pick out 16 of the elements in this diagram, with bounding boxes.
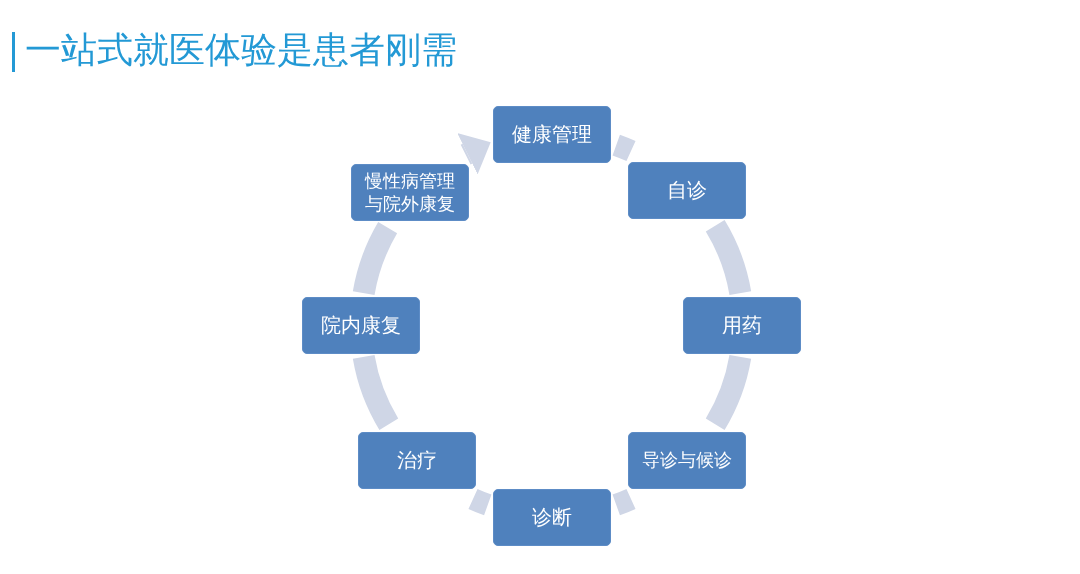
process-box: 用药: [683, 296, 801, 354]
curved-arrow: [457, 133, 491, 175]
process-box: 诊断: [493, 488, 611, 546]
ring-segment: [612, 134, 636, 162]
process-box: 健康管理: [493, 105, 611, 163]
ring-segment: [705, 220, 752, 296]
title: 一站式就医体验是患者刚需: [25, 32, 457, 68]
ring-segment: [612, 488, 636, 516]
process-box: 慢性病管理与院外康复: [351, 163, 469, 221]
process-box: 治疗: [358, 431, 476, 489]
ring-segment: [468, 488, 492, 516]
process-box: 自诊: [628, 161, 746, 219]
ring-segment: [352, 222, 398, 296]
process-box: 院内康复: [302, 296, 420, 354]
process-box: 导诊与候诊: [628, 431, 746, 489]
ring-segment: [705, 354, 752, 430]
